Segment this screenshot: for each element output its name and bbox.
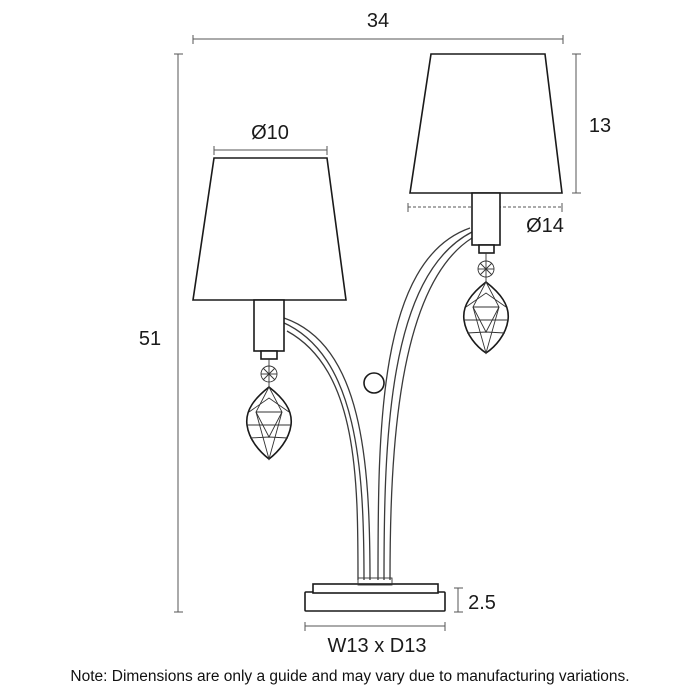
lamp-base [304, 577, 446, 612]
overall-height-label: 51 [139, 328, 161, 350]
right-crystal-pendant [462, 260, 510, 355]
dimensions-disclaimer: Note: Dimensions are only a guide and ma… [70, 668, 630, 685]
left-crystal-pendant [245, 365, 293, 461]
base-height-label: 2.5 [468, 592, 496, 614]
right-shade-height-dimension: 13 [572, 53, 611, 194]
lamp-stems [281, 227, 473, 581]
overall-width-dimension: 34 [192, 10, 564, 44]
lamp-body [192, 53, 563, 612]
base-size-label: W13 x D13 [328, 635, 427, 657]
left-lamp-shade [192, 157, 347, 366]
right-shade-height-label: 13 [589, 115, 611, 137]
right-shade-diameter-label: Ø14 [526, 215, 564, 237]
right-lamp-shade [409, 53, 563, 261]
left-shade-diameter-dimension: Ø10 [213, 122, 328, 155]
base-height-dimension: 2.5 [454, 587, 496, 614]
overall-width-label: 34 [367, 10, 389, 32]
base-size-dimension: W13 x D13 [304, 622, 446, 657]
stem-knob [363, 372, 385, 394]
overall-height-dimension: 51 [139, 53, 183, 613]
left-shade-diameter-label: Ø10 [251, 122, 289, 144]
